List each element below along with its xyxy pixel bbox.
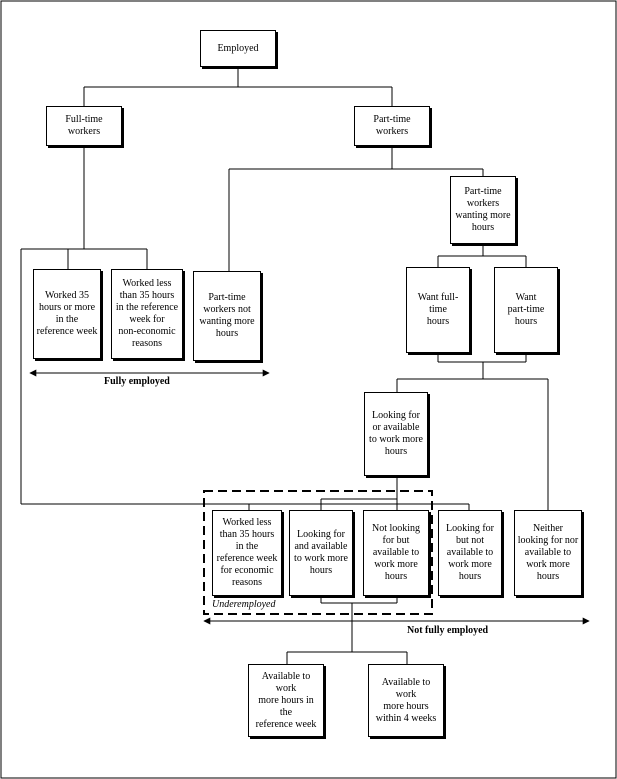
node-looking-or-available: Looking for or available to work more ho… (364, 392, 428, 476)
node-worked-less-economic: Worked less than 35 hours in the referen… (212, 510, 282, 596)
underemployed-region (203, 490, 433, 615)
node-want-part-time: Want part-time hours (494, 267, 558, 353)
underemployed-label: Underemployed (212, 599, 276, 610)
node-not-looking-but-available: Not looking for but available to work mo… (363, 510, 429, 596)
fully-employed-label: Fully employed (104, 376, 170, 387)
node-full-time-workers: Full-time workers (46, 106, 122, 146)
not-fully-employed-label: Not fully employed (407, 625, 489, 636)
tree-connectors (20, 67, 549, 664)
node-available-within-4-weeks: Available to work more hours within 4 we… (368, 664, 444, 737)
node-looking-and-available: Looking for and available to work more h… (289, 510, 353, 596)
node-looking-but-not-available: Looking for but not available to work mo… (438, 510, 502, 596)
node-available-reference-week: Available to work more hours in the refe… (248, 664, 324, 737)
node-part-time-workers: Part-time workers (354, 106, 430, 146)
node-employed: Employed (200, 30, 276, 67)
node-worked-35-or-more: Worked 35 hours or more in the reference… (33, 269, 101, 359)
node-part-time-wanting-more: Part-time workers wanting more hours (450, 176, 516, 244)
node-part-time-not-wanting: Part-time workers not wanting more hours (193, 271, 261, 361)
node-worked-less-noneconomic: Worked less than 35 hours in the referen… (111, 269, 183, 359)
node-want-full-time: Want full-time hours (406, 267, 470, 353)
node-neither-looking-nor-available: Neither looking for nor available to wor… (514, 510, 582, 596)
